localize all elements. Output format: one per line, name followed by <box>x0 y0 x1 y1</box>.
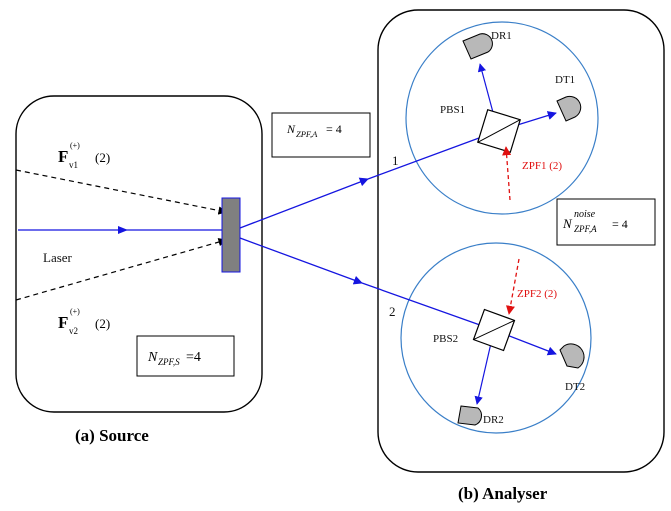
nzpf-source-value: =4 <box>186 350 201 365</box>
nzpf-analyser-sub: ZPF,A <box>296 129 318 139</box>
noise-value: = 4 <box>612 217 628 231</box>
field2-sub: v2 <box>69 326 78 336</box>
field-label-v2: F v2 (+) (2) <box>58 307 110 336</box>
nonlinear-crystal <box>221 197 241 273</box>
detector-dr2-icon <box>457 405 482 426</box>
detector-dt2-icon <box>559 343 585 369</box>
field1-arg: (2) <box>95 150 110 165</box>
caption-analyser: (b) Analyser <box>458 484 548 503</box>
dr1-label: DR1 <box>491 30 512 42</box>
nzpf-analyser-box <box>271 112 371 158</box>
caption-source: (a) Source <box>75 426 149 445</box>
noise-sup: noise <box>574 209 596 220</box>
field1-sup: (+) <box>70 141 80 150</box>
pbs2-label: PBS2 <box>433 333 458 345</box>
beam-2-inner <box>361 282 495 331</box>
analyser-circle-upper <box>405 21 599 215</box>
beam-1-outer <box>239 177 369 229</box>
nzpf-source-box <box>136 335 235 377</box>
zpf1-arrow <box>502 146 512 201</box>
laser-label: Laser <box>43 250 73 265</box>
laser-arrow-icon <box>118 226 128 234</box>
field2-arg: (2) <box>95 316 110 331</box>
noise-symbol: N <box>562 216 573 231</box>
detector-dr1-icon <box>462 33 493 60</box>
nzpf-source-symbol: N <box>147 350 158 365</box>
beam-2-outer <box>239 237 363 285</box>
detector-dt1-icon <box>556 95 582 122</box>
vacuum-field-2-line <box>15 238 227 301</box>
pbs2-cube <box>472 308 516 352</box>
nzpf-analyser-value: = 4 <box>326 122 342 136</box>
field1-symbol: F <box>58 147 68 166</box>
zpf2-label: ZPF2 (2) <box>517 288 557 300</box>
pbs1-label: PBS1 <box>440 104 465 116</box>
analyser-circle-lower <box>400 242 592 434</box>
dr2-label: DR2 <box>483 414 504 426</box>
source-panel <box>15 95 263 413</box>
dt2-label: DT2 <box>565 381 585 393</box>
field2-sup: (+) <box>70 307 80 316</box>
vacuum-field-1-line <box>15 169 227 215</box>
zpf2-arrow <box>505 258 520 315</box>
zpf1-label: ZPF1 (2) <box>522 160 562 172</box>
beam-1-inner <box>367 130 499 180</box>
nzpf-analyser-symbol: N <box>286 122 296 136</box>
nzpf-source-sub: ZPF,S <box>158 357 180 367</box>
dt1-label: DT1 <box>555 74 575 86</box>
field1-sub: v1 <box>69 160 78 170</box>
noise-sub: ZPF,A <box>574 224 597 234</box>
pbs1-cube <box>477 109 521 153</box>
beam-1-label: 1 <box>392 153 399 168</box>
nzpf-noise-box <box>556 198 656 246</box>
analyser-panel <box>377 9 665 473</box>
field-label-v1: F v1 (+) (2) <box>58 141 110 170</box>
beam-2-label: 2 <box>389 304 396 319</box>
field2-symbol: F <box>58 313 68 332</box>
